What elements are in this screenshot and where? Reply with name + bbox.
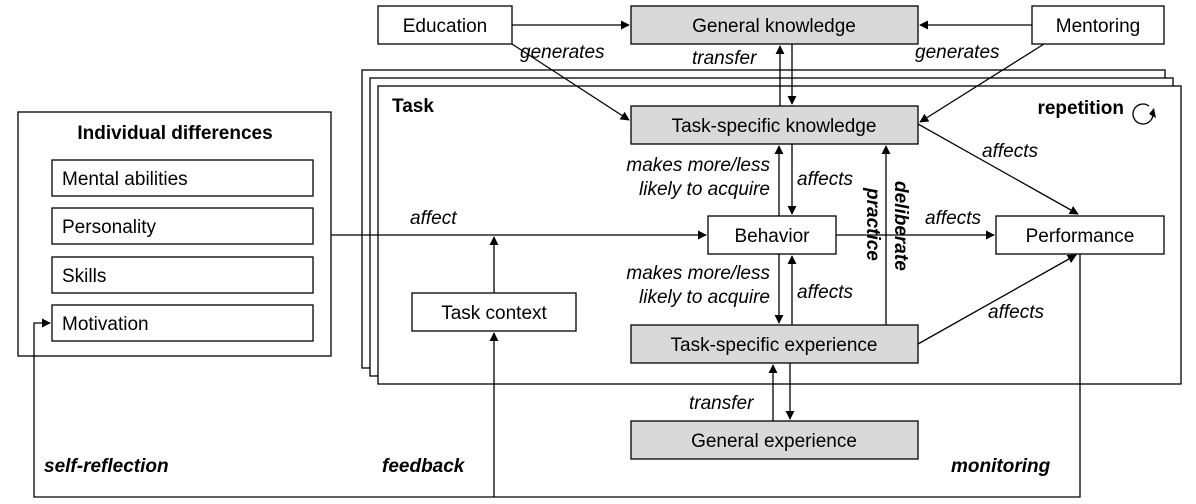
- arrow-task-experience-to-performance: [917, 254, 1077, 345]
- mentoring-label: Mentoring: [1056, 16, 1141, 37]
- label-transfer-bottom: transfer: [689, 393, 754, 414]
- general-knowledge-box: [630, 5, 919, 45]
- task-context-label: Task context: [441, 303, 547, 324]
- loop-line-monitoring: [33, 254, 1081, 498]
- label-practice: practice: [862, 187, 883, 261]
- task-specific-knowledge-box: [630, 105, 919, 145]
- trait-box-mental-abilities: [51, 159, 314, 197]
- trait-box-skills: [51, 256, 314, 294]
- label-affects-experience-behavior: affects: [797, 282, 853, 303]
- label-transfer-top: transfer: [692, 48, 757, 69]
- task-frame-title: Task: [392, 96, 434, 117]
- arrow-mentoring-to-task-knowledge: [919, 43, 1045, 123]
- general-experience-box: [630, 420, 919, 460]
- label-self-reflection: self-reflection: [44, 456, 169, 477]
- trait-label-motivation: Motivation: [62, 314, 149, 335]
- label-affects-behavior-performance: affects: [925, 208, 981, 229]
- label-makes-more-less-top-2: likely to acquire: [639, 179, 770, 200]
- mentoring-box: [1031, 5, 1165, 45]
- general-knowledge-label: General knowledge: [692, 16, 856, 37]
- trait-box-motivation: [51, 304, 314, 342]
- education-box: [377, 5, 513, 45]
- trait-label-personality: Personality: [62, 217, 156, 238]
- general-experience-label: General experience: [691, 431, 857, 452]
- label-affects-knowledge-behavior: affects: [797, 169, 853, 190]
- label-affects-experience-performance: affects: [988, 302, 1044, 323]
- label-feedback: feedback: [382, 456, 466, 477]
- label-generates-right: generates: [915, 42, 1000, 63]
- label-makes-more-less-top-1: makes more/less: [626, 155, 770, 176]
- label-affect: affect: [410, 208, 457, 229]
- trait-box-personality: [51, 207, 314, 245]
- label-generates-left: generates: [520, 42, 605, 63]
- behavior-label: Behavior: [735, 226, 811, 247]
- label-deliberate: deliberate: [890, 181, 911, 271]
- individual-differences-title: Individual differences: [77, 123, 272, 144]
- label-makes-more-less-bottom-1: makes more/less: [626, 263, 770, 284]
- trait-label-skills: Skills: [62, 266, 106, 287]
- behavior-box: [707, 215, 837, 255]
- repetition-label: repetition: [1037, 98, 1124, 119]
- label-monitoring: monitoring: [951, 456, 1051, 477]
- performance-label: Performance: [1026, 226, 1135, 247]
- task-specific-experience-label: Task-specific experience: [671, 335, 878, 356]
- label-affects-knowledge-performance: affects: [982, 141, 1038, 162]
- task-specific-experience-box: [630, 324, 919, 364]
- arrow-task-knowledge-to-performance: [917, 123, 1079, 215]
- label-makes-more-less-bottom-2: likely to acquire: [639, 287, 770, 308]
- repetition-icon: [1132, 103, 1156, 125]
- task-specific-knowledge-label: Task-specific knowledge: [672, 116, 877, 137]
- arrow-education-to-task-knowledge: [511, 43, 630, 121]
- trait-label-mental-abilities: Mental abilities: [62, 169, 188, 190]
- education-label: Education: [403, 16, 488, 37]
